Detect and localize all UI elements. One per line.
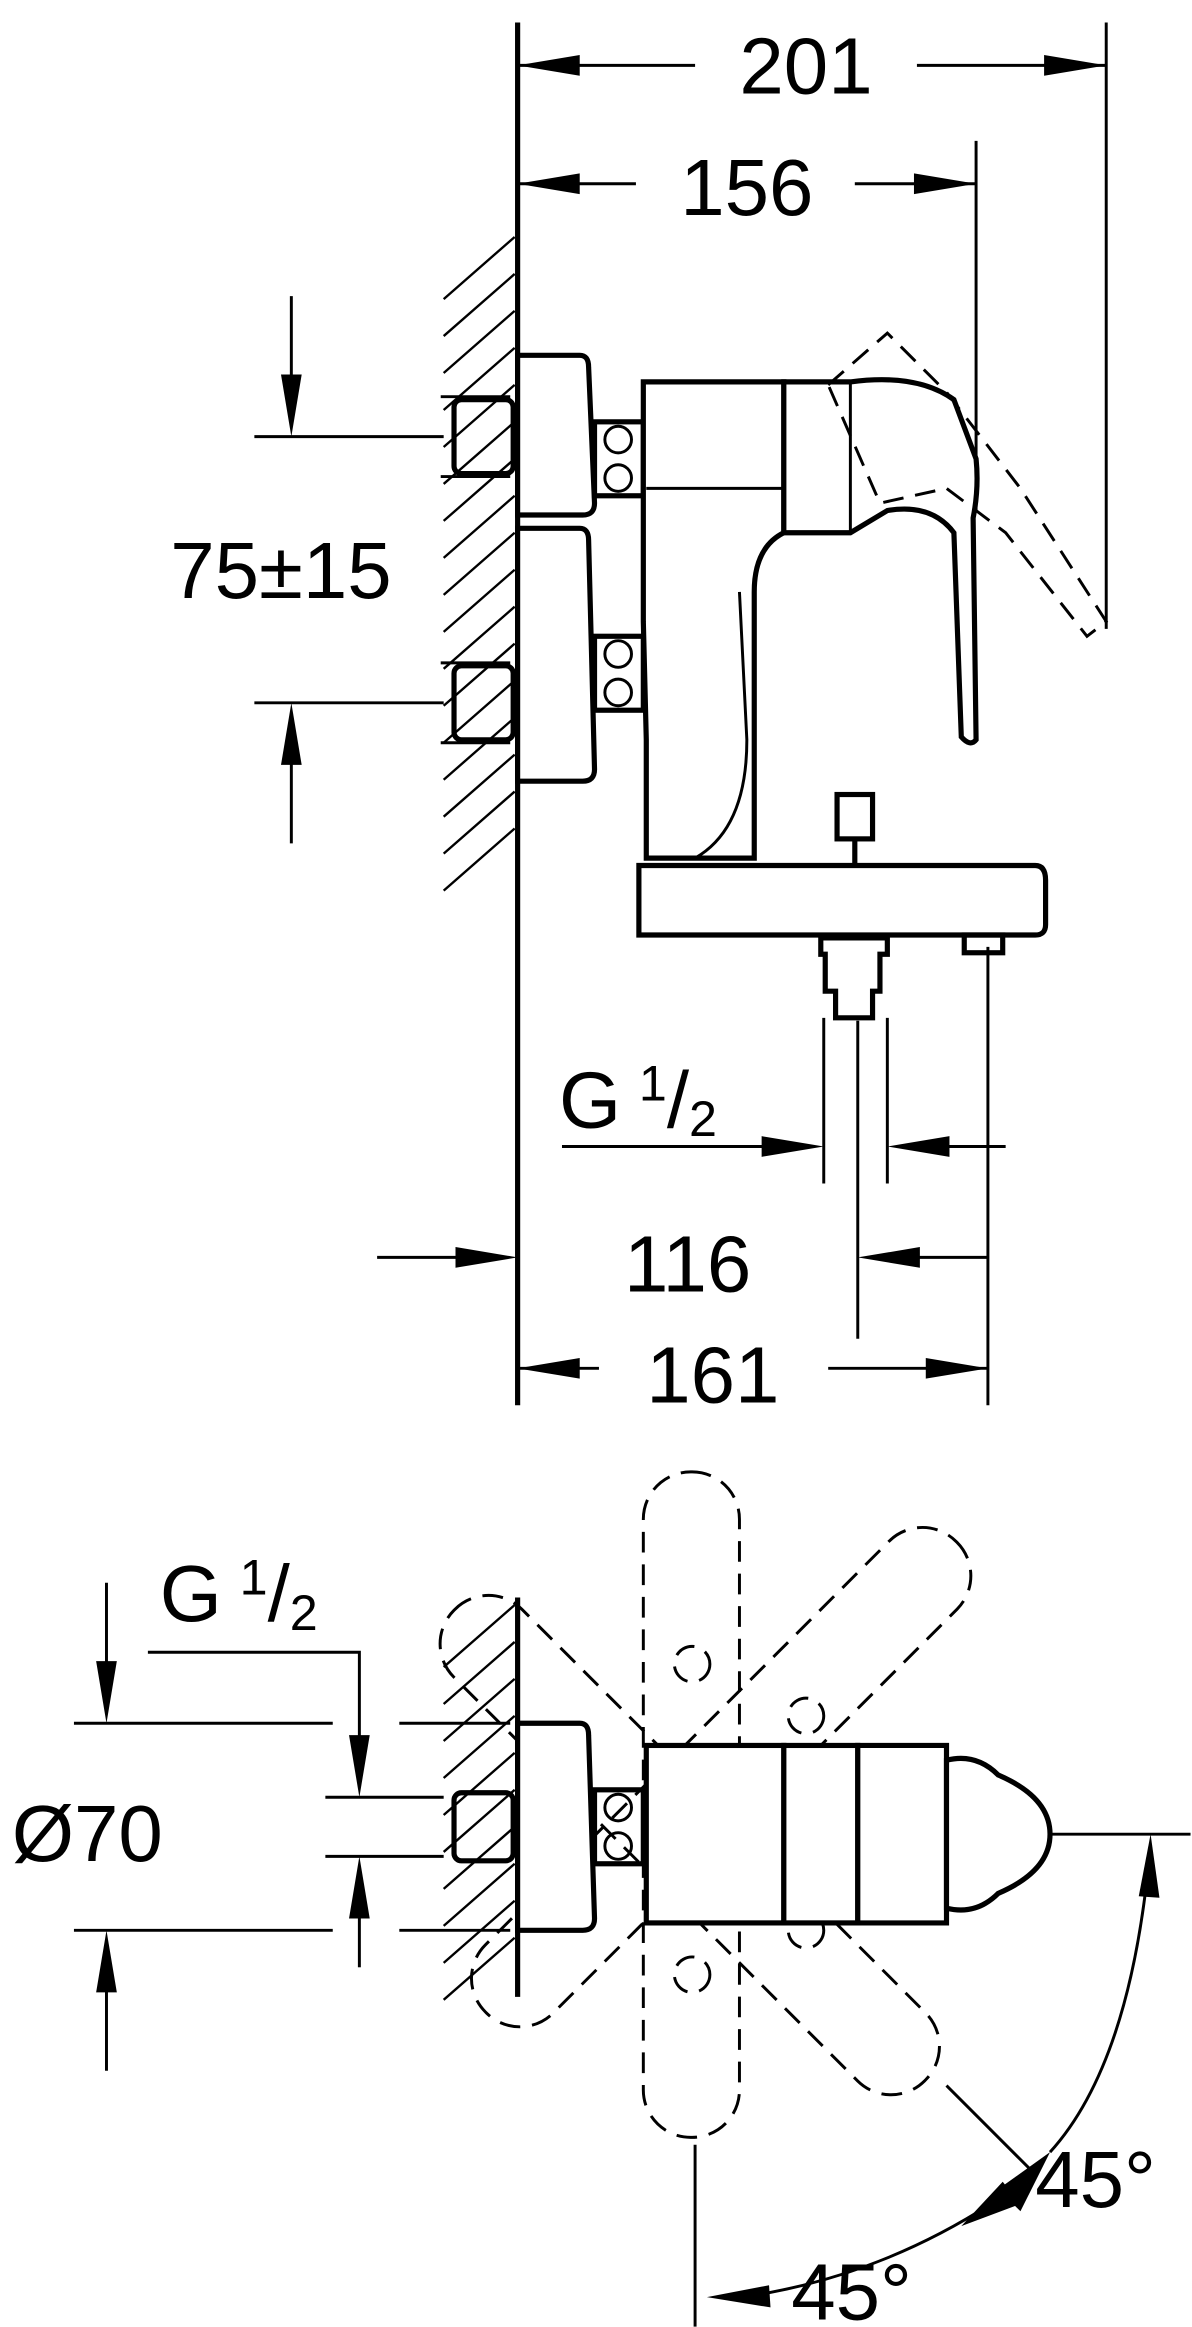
wall-hatching — [442, 236, 516, 2001]
hatch-line — [442, 1678, 516, 1742]
hatch-line — [442, 1714, 516, 1779]
mixer-body — [640, 379, 787, 861]
spout — [636, 862, 1049, 938]
hatch-line — [442, 273, 516, 337]
dim-156-label: 156 — [680, 143, 813, 232]
hatch-line — [442, 605, 516, 670]
hatch-line — [442, 716, 516, 781]
hatch-line — [442, 236, 516, 300]
hatch-line — [442, 1936, 516, 2001]
hatch-line — [442, 1604, 516, 1668]
hatch-line — [442, 790, 516, 855]
outlet — [818, 935, 890, 1021]
hatch-line — [442, 827, 516, 892]
lever-handle — [781, 377, 980, 746]
hatch-line — [442, 1825, 516, 1890]
side-view: 201 156 75±15 — [170, 22, 1109, 1419]
hatch-line — [442, 1641, 516, 1705]
hatch-line — [442, 753, 516, 818]
hatch-line — [442, 531, 516, 596]
hatch-line — [442, 494, 516, 559]
dim-116-label: 116 — [624, 1219, 751, 1308]
angle-bottom-label: 45° — [791, 2247, 912, 2327]
dim-201-label: 201 — [739, 22, 872, 111]
hatch-line — [442, 310, 516, 374]
angle-right-label: 45° — [1035, 2135, 1156, 2224]
hatch-line — [442, 457, 516, 522]
hatch-line — [442, 568, 516, 633]
dim-inlet-spacing-label: 75±15 — [170, 526, 392, 615]
flange-diameter-label: Ø70 — [12, 1789, 163, 1878]
hatch-line — [442, 1862, 516, 1927]
dim-161-label: 161 — [646, 1330, 779, 1419]
